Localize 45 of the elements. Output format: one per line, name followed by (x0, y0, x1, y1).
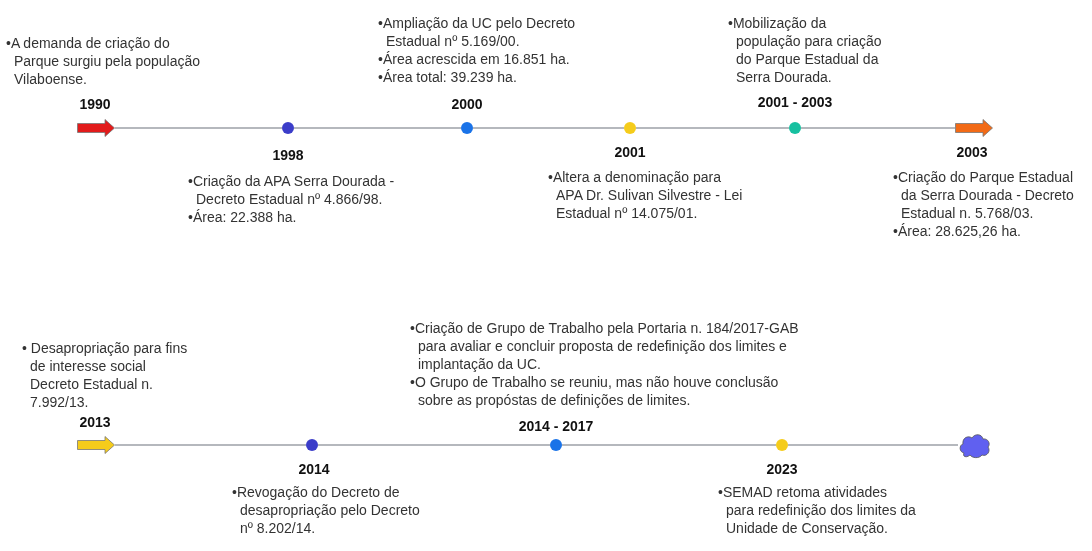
event-description: •Altera a denominação para APA Dr. Sulivan Silvestre - Lei Estadual nº 14.075/01. (548, 168, 744, 222)
event-description: •SEMAD retoma atividades para redefinição dos limites da Unidade de Conservação. (718, 483, 917, 537)
timeline-arrow (77, 119, 115, 137)
event-description: •Área: 28.625,26 ha. (893, 222, 1022, 240)
event-description: •Área acrescida em 16.851 ha. (378, 50, 571, 68)
year-label: 2014 (298, 461, 330, 477)
timeline-dot (461, 122, 473, 134)
timeline-line (635, 127, 790, 129)
event-description: •Criação do Parque Estadual da Serra Dourada - Decreto Estadual n. 5.768/03. (893, 168, 1075, 222)
event-description: •Criação de Grupo de Trabalho pela Portaria n. 184/2017-GAB para avaliar e concluir proposta de redefinição dos limites e implantação da UC. (410, 319, 800, 373)
timeline-dot (789, 122, 801, 134)
event-description: •Área total: 39.239 ha. (378, 68, 518, 86)
timeline-line (317, 444, 551, 446)
event-description: •Ampliação da UC pelo Decreto Estadual nº 5.169/00. (378, 14, 577, 50)
year-label: 1998 (272, 147, 304, 163)
timeline-dot (306, 439, 318, 451)
event-description: • Desapropriação para fins de interesse social Decreto Estadual n. 7.992/13. (22, 339, 189, 411)
event-description: •Área: 22.388 ha. (188, 208, 298, 226)
event-description: •O Grupo de Trabalho se reuniu, mas não houve conclusão sobre as propóstas de definições de limites. (410, 373, 780, 409)
year-label: 1990 (79, 96, 111, 112)
timeline-line (293, 127, 462, 129)
event-description: •Revogação do Decreto de desapropriação pelo Decreto nº 8.202/14. (232, 483, 421, 537)
timeline-arrow (77, 436, 115, 454)
year-label: 2014 - 2017 (518, 418, 594, 434)
event-description: •Mobilização da população para criação do Parque Estadual da Serra Dourada. (728, 14, 883, 86)
year-label: 2001 - 2003 (757, 94, 833, 110)
timeline-dot (282, 122, 294, 134)
year-label: 2023 (766, 461, 798, 477)
event-description: •Criação da APA Serra Dourada - Decreto Estadual nº 4.866/98. (188, 172, 396, 208)
timeline-line (561, 444, 777, 446)
timeline-line (800, 127, 956, 129)
timeline-line (472, 127, 625, 129)
timeline-line (114, 444, 307, 446)
year-label: 2001 (614, 144, 646, 160)
year-label: 2000 (451, 96, 483, 112)
cloud-shape (958, 433, 991, 458)
timeline-arrow (955, 119, 993, 137)
timeline-dot (550, 439, 562, 451)
timeline-line (114, 127, 283, 129)
year-label: 2013 (79, 414, 111, 430)
timeline-line (787, 444, 959, 446)
timeline-dot (624, 122, 636, 134)
year-label: 2003 (956, 144, 988, 160)
event-description: •A demanda de criação do Parque surgiu pela população Vilaboense. (6, 34, 201, 88)
timeline-dot (776, 439, 788, 451)
